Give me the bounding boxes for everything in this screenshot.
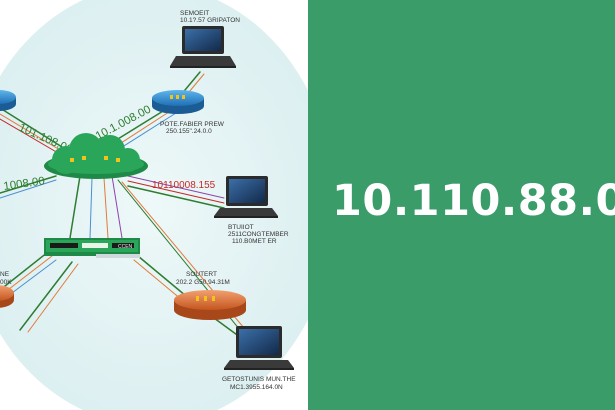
bottom-laptop[interactable]: GETOSTUNIS MUN.THE MC1.3955.164.0N bbox=[222, 326, 296, 391]
router-icon bbox=[174, 290, 246, 320]
top-router[interactable]: POTE.FABIER PREW 250.155".24.0.0 bbox=[152, 90, 225, 135]
link-cloud-to-left bbox=[0, 175, 57, 199]
ip-address-panel: 10.110.88.0 bbox=[308, 0, 615, 410]
left-top-router[interactable] bbox=[0, 90, 16, 111]
network-switch[interactable]: CCEN bbox=[44, 238, 140, 258]
laptop-icon bbox=[170, 26, 236, 68]
bottom-router-name: SOUTERT bbox=[186, 271, 217, 278]
bottom-router-address: 202.2 G50.94.31M bbox=[176, 279, 230, 286]
link-label-right: 10110008.155 bbox=[152, 180, 216, 191]
network-diagram-canvas: 101.108.00 10.1.008.00 1008.00 10110008.… bbox=[0, 0, 308, 410]
switch-icon bbox=[44, 238, 140, 258]
link-label-left: 1008.00 bbox=[3, 175, 46, 193]
laptop-icon bbox=[214, 176, 278, 218]
cloud-icon bbox=[44, 133, 148, 179]
bottom-laptop-address: MC1.3955.164.0N bbox=[230, 384, 283, 391]
top-router-address: 250.155".24.0.0 bbox=[166, 128, 212, 135]
network-diagram: 101.108.00 10.1.008.00 1008.00 10110008.… bbox=[0, 0, 308, 410]
bottom-router[interactable]: SOUTERT 202.2 G50.94.31M bbox=[174, 271, 246, 320]
right-laptop-line2: 2511CONGTEMBER bbox=[228, 231, 289, 238]
top-laptop[interactable]: SEMOEIT 10.1?.57 GRIPATON bbox=[170, 10, 240, 68]
router-icon bbox=[152, 90, 204, 114]
network-cloud bbox=[44, 133, 148, 179]
left-router-name: NE bbox=[0, 271, 10, 278]
right-laptop-name: BTUIIOT bbox=[228, 224, 254, 231]
router-icon bbox=[0, 90, 16, 111]
link-switch-to-bottom-left bbox=[19, 261, 79, 333]
right-laptop[interactable]: BTUIIOT 2511CONGTEMBER 110.B0MET ER bbox=[214, 176, 289, 245]
left-router-address: 00K bbox=[0, 279, 12, 286]
link-switch-to-bottom-router bbox=[133, 255, 187, 301]
network-links bbox=[0, 71, 245, 341]
link-cloud-to-switch bbox=[69, 175, 123, 239]
top-laptop-name: SEMOEIT bbox=[180, 10, 209, 17]
link-cloud-to-right-laptop bbox=[127, 175, 225, 209]
ip-address-heading: 10.110.88.0 bbox=[332, 176, 615, 226]
top-router-name: POTE.FABIER PREW bbox=[160, 121, 225, 128]
top-laptop-address: 10.1?.57 GRIPATON bbox=[180, 17, 240, 24]
bottom-laptop-name: GETOSTUNIS MUN.THE bbox=[222, 376, 296, 383]
right-laptop-line3: 110.B0MET ER bbox=[232, 238, 277, 245]
laptop-icon bbox=[224, 326, 294, 370]
switch-label: CCEN bbox=[118, 244, 133, 250]
router-icon bbox=[0, 285, 14, 308]
left-router[interactable]: NE 00K bbox=[0, 271, 14, 308]
